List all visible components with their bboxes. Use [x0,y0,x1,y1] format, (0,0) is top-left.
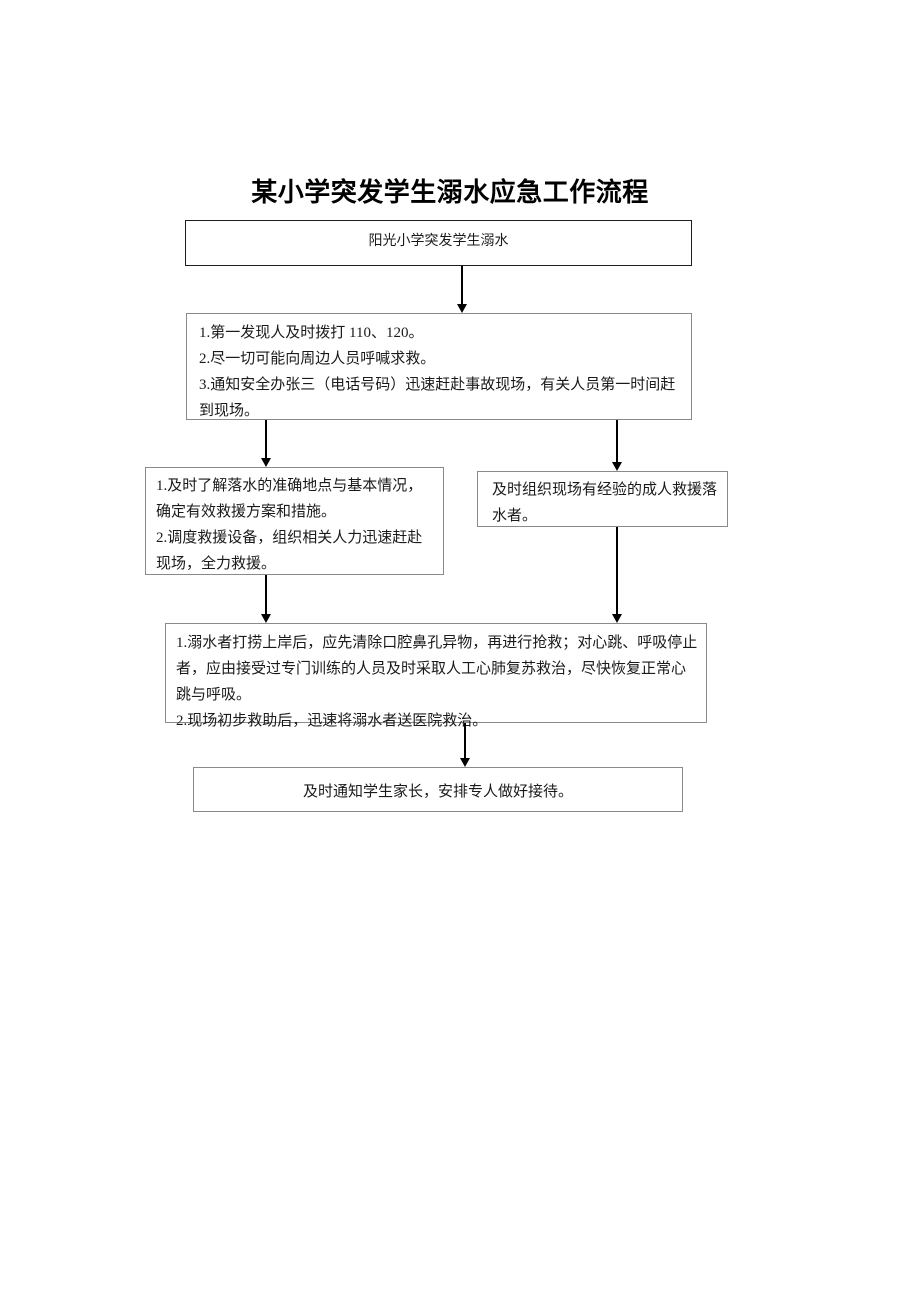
page-title: 某小学突发学生溺水应急工作流程 [251,177,649,207]
flow-node-start-label: 阳光小学突发学生溺水 [368,234,509,249]
flow-node-start: 阳光小学突发学生溺水 [185,220,692,266]
flow-node-notify-label: 及时通知学生家长，安排专人做好接待。 [302,784,573,800]
flow-node-first-response-label: 1.第一发现人及时拨打 110、120。 2.尽一切可能向周边人员呼喊求救。 3… [199,325,676,419]
flow-node-first-aid: 1.溺水者打捞上岸后，应先清除口腔鼻孔异物，再进行抢救；对心跳、呼吸停止者，应由… [165,623,707,729]
arrow-organize-to-first-aid [612,527,622,623]
flow-node-assess: 1.及时了解落水的准确地点与基本情况，确定有效救援方案和措施。 2.调度救援设备… [145,467,444,575]
arrow-first-aid-to-notify [460,723,470,767]
arrow-head-icon [261,458,271,467]
flow-node-organize: 及时组织现场有经验的成人救援落水者。 [477,471,728,527]
arrow-head-icon [460,758,470,767]
arrow-head-icon [612,614,622,623]
arrow-head-icon [261,614,271,623]
arrow-shaft [461,266,463,304]
arrow-shaft [265,575,267,614]
arrow-shaft [464,723,466,758]
arrow-assess-to-first-aid [261,575,271,623]
flow-node-organize-label: 及时组织现场有经验的成人救援落水者。 [492,482,718,524]
flow-node-notify: 及时通知学生家长，安排专人做好接待。 [193,767,683,812]
arrow-first-response-to-assess [261,420,271,467]
arrow-shaft [265,420,267,458]
flow-node-first-response: 1.第一发现人及时拨打 110、120。 2.尽一切可能向周边人员呼喊求救。 3… [186,313,692,420]
flow-node-assess-label: 1.及时了解落水的准确地点与基本情况，确定有效救援方案和措施。 2.调度救援设备… [156,478,423,572]
arrow-head-icon [457,304,467,313]
arrow-start-to-first-response [457,266,467,313]
arrow-shaft [616,527,618,614]
arrow-shaft [616,420,618,462]
arrow-head-icon [612,462,622,471]
flow-node-first-aid-label: 1.溺水者打捞上岸后，应先清除口腔鼻孔异物，再进行抢救；对心跳、呼吸停止者，应由… [176,635,698,729]
arrow-first-response-to-organize [612,420,622,471]
